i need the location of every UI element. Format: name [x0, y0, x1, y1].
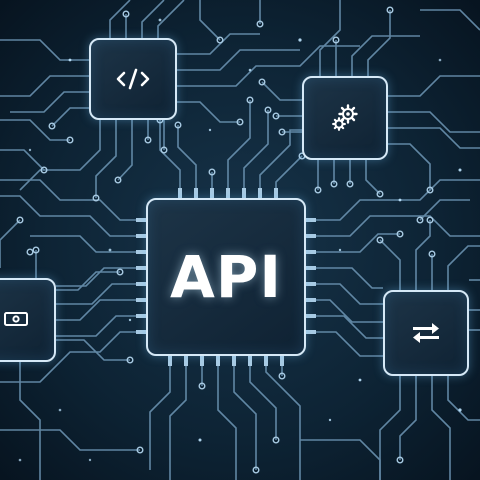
code-chip	[89, 38, 177, 120]
swap-chip	[383, 290, 469, 376]
glow-particles	[18, 18, 462, 462]
wallet-chip	[0, 278, 56, 362]
code-brackets-icon	[116, 67, 150, 91]
swap-arrows-icon	[411, 322, 441, 344]
gears-icon	[330, 103, 360, 133]
wallet-icon	[4, 312, 28, 326]
api-chip-label: API	[170, 243, 282, 311]
pin-rows	[136, 188, 316, 366]
gears-chip	[302, 76, 388, 160]
circuit-pads	[16, 6, 436, 474]
api-chip: API	[146, 198, 306, 356]
